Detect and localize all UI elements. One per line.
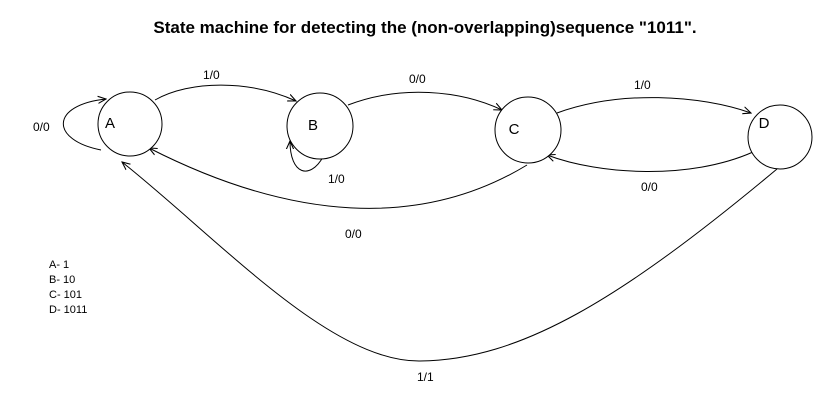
transition-d-c — [547, 151, 754, 172]
label-c-d: 1/0 — [634, 78, 651, 92]
transition-a-b — [154, 84, 296, 101]
state-b: B — [286, 92, 354, 160]
legend-item: B- 10 — [49, 274, 75, 286]
state-c: C — [494, 96, 562, 164]
label-c-a: 0/0 — [345, 227, 362, 241]
label-a-b: 1/0 — [203, 68, 220, 82]
state-c-label: C — [509, 121, 520, 138]
label-d-c: 0/0 — [641, 180, 658, 194]
legend-item: C- 101 — [49, 289, 82, 301]
state-a: A — [97, 91, 163, 157]
transition-b-c — [347, 91, 502, 110]
diagram-title: State machine for detecting the (non-ove… — [153, 18, 696, 37]
state-d-label: D — [759, 115, 770, 132]
label-b-c: 0/0 — [409, 72, 426, 86]
transition-b-self — [290, 141, 324, 172]
state-b-label: B — [308, 117, 318, 134]
transition-c-d — [556, 97, 751, 113]
legend-item: D- 1011 — [49, 304, 87, 316]
state-a-label: A — [105, 115, 115, 132]
label-a-self: 0/0 — [33, 120, 50, 134]
state-d: D — [747, 104, 813, 170]
transition-c-a — [149, 148, 528, 209]
label-d-a: 1/1 — [417, 370, 434, 384]
state-legend: A- 1 B- 10 C- 101 D- 1011 — [49, 259, 87, 316]
label-b-self: 1/0 — [328, 172, 345, 186]
transition-d-a — [122, 162, 778, 362]
legend-item: A- 1 — [49, 259, 69, 271]
transition-a-self — [62, 99, 106, 151]
